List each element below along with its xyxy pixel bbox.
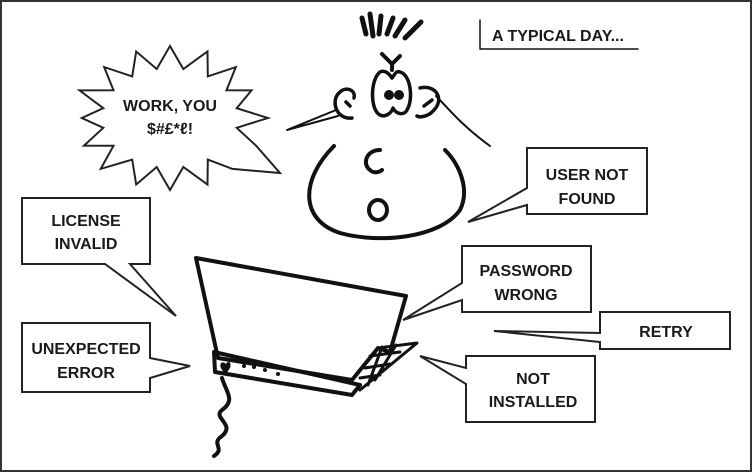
nose-icon xyxy=(363,148,384,175)
stressed-face xyxy=(286,11,491,241)
hair-icon xyxy=(359,11,424,41)
callout-retry: RETRY xyxy=(493,311,731,350)
callout-text: WRONG xyxy=(494,287,557,304)
callout-license-invalid: LICENSE INVALID xyxy=(21,197,177,317)
laptop-drawing xyxy=(194,256,419,458)
laptop-base xyxy=(212,350,362,397)
brow-icon xyxy=(380,52,402,72)
head-outline xyxy=(307,144,466,241)
ear-line xyxy=(435,95,491,147)
callout-text: USER NOT xyxy=(546,167,629,184)
shout-burst: WORK, YOU $#£*ℓ! xyxy=(76,44,283,192)
callout-unexpected-error: UNEXPECTED ERROR xyxy=(21,322,191,393)
callout-text: INVALID xyxy=(55,236,118,253)
power-cable xyxy=(212,376,232,458)
shout-pointer xyxy=(286,109,339,131)
callout-text: LICENSE xyxy=(51,213,121,230)
title-caption: A TYPICAL DAY... xyxy=(479,19,639,50)
shout-line1: WORK, YOU xyxy=(123,98,217,115)
callout-text: PASSWORD xyxy=(479,263,572,280)
keyboard-icon xyxy=(358,341,419,392)
eyes-icon xyxy=(370,69,413,118)
led-dots-icon xyxy=(242,364,280,376)
burst-bubble xyxy=(76,44,283,192)
callout-password-wrong: PASSWORD WRONG xyxy=(402,245,592,321)
left-ear-icon xyxy=(333,87,356,120)
callout-text: FOUND xyxy=(559,191,616,208)
callout-text: ERROR xyxy=(57,365,115,382)
title-bracket xyxy=(479,19,639,50)
left-pupil xyxy=(384,90,394,100)
right-pupil xyxy=(394,90,404,100)
callout-text: NOT xyxy=(516,371,550,388)
shout-line2: $#£*ℓ! xyxy=(147,121,193,138)
callout-text: RETRY xyxy=(639,324,693,341)
title-text: A TYPICAL DAY... xyxy=(492,28,624,45)
callout-user-not-found: USER NOT FOUND xyxy=(467,147,648,223)
right-ear-icon xyxy=(415,85,441,119)
callout-text: INSTALLED xyxy=(489,394,578,411)
callout-not-installed: NOT INSTALLED xyxy=(419,355,596,423)
mouth-icon xyxy=(367,198,389,222)
power-heart-icon xyxy=(220,361,231,374)
callout-text: UNEXPECTED xyxy=(31,341,140,358)
